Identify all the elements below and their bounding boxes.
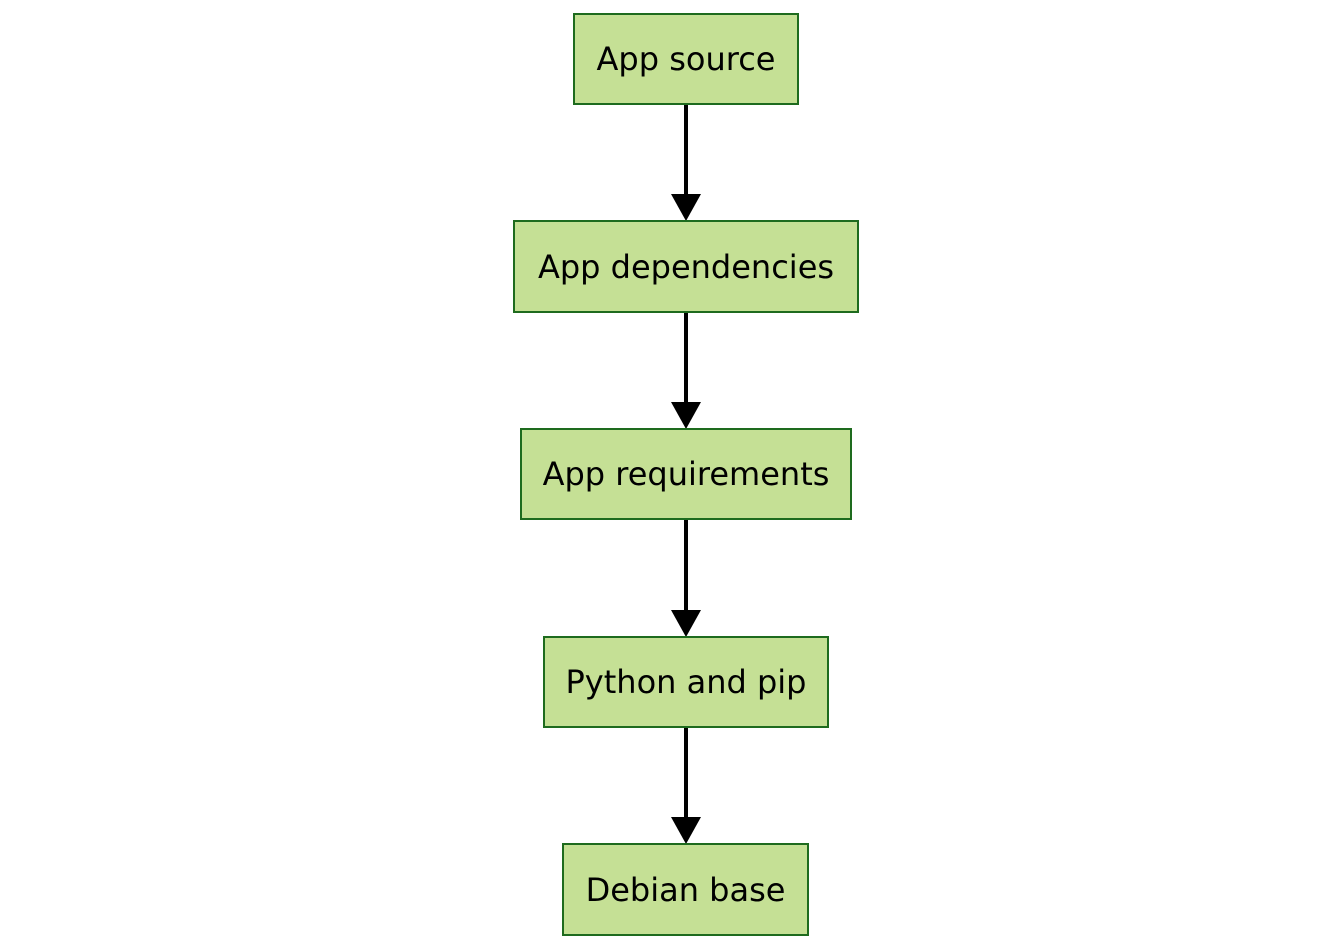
node-app-dependencies: App dependencies (513, 220, 859, 313)
node-app-source: App source (573, 13, 799, 105)
node-debian-base: Debian base (562, 843, 809, 936)
node-label: App source (596, 40, 776, 78)
node-label: App dependencies (537, 247, 835, 286)
node-python-and-pip: Python and pip (543, 636, 829, 728)
arrowhead-icon (671, 402, 701, 429)
node-label: App requirements (542, 455, 830, 493)
node-app-requirements: App requirements (520, 428, 852, 520)
node-label: Debian base (585, 870, 786, 909)
arrowhead-icon (671, 817, 701, 844)
node-label: Python and pip (565, 663, 807, 701)
arrowhead-icon (671, 610, 701, 637)
arrowhead-icon (671, 194, 701, 221)
